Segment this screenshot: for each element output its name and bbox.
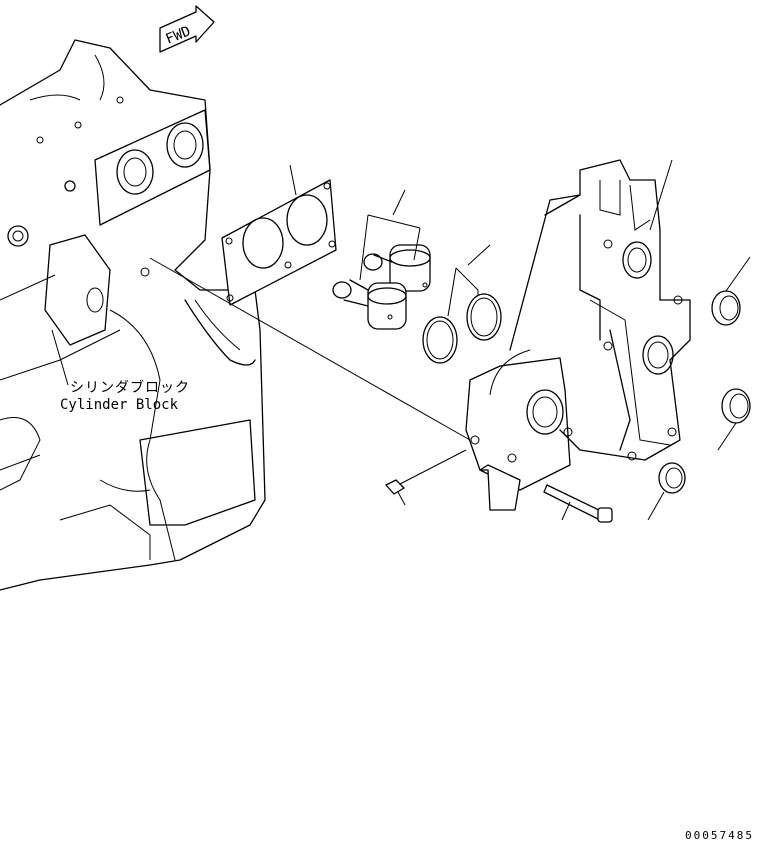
thermostat-pair [332, 189, 431, 330]
drain-plug [385, 449, 467, 506]
fwd-label: FWD [164, 23, 193, 47]
thermostat-housing [465, 159, 691, 511]
cylinder-block-label-en: Cylinder Block [60, 397, 179, 413]
o-ring-pair [422, 244, 502, 364]
cylinder-block-label: シリンダブロック Cylinder Block [51, 329, 190, 413]
cylinder-block-label-jp: シリンダブロック [70, 379, 190, 396]
forward-direction-arrow: FWD [159, 5, 215, 53]
seal-rings [647, 256, 751, 521]
assembly-guide-line [149, 257, 471, 441]
drawing-code: 00057485 [685, 829, 754, 842]
cylinder-block [0, 39, 266, 591]
gasket [221, 164, 337, 306]
mounting-bolt [543, 484, 613, 523]
